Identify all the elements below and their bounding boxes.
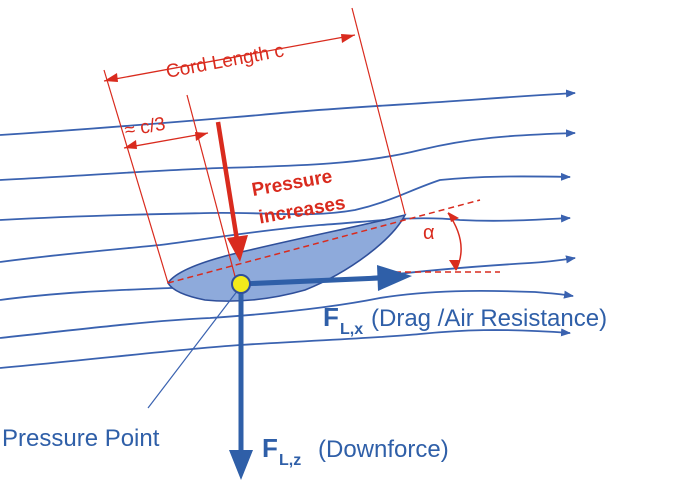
pressure-point-leader <box>147 289 239 409</box>
pressure-point-marker <box>231 274 251 294</box>
arrowhead-cord-right <box>341 34 355 43</box>
construction-lines <box>103 7 500 285</box>
downforce-description: (Downforce) <box>318 436 449 463</box>
streamline <box>0 129 576 181</box>
arrowhead-cord-left <box>104 73 118 82</box>
drag-force-symbol: F <box>323 302 339 332</box>
streamline <box>0 289 574 339</box>
cord-length-label: Cord Length c <box>164 40 285 82</box>
downforce-symbol: F <box>262 433 278 463</box>
chord-line-right-extension <box>351 7 406 215</box>
dimension-line-cord <box>103 34 356 82</box>
arrowhead-angle-top <box>448 212 459 222</box>
chord-line-left-extension <box>103 69 169 284</box>
chord-dashed-line <box>167 199 481 284</box>
drag-force-subscript: L,x <box>340 321 363 338</box>
downforce-subscript: L,z <box>279 452 301 469</box>
angle-of-attack-label: α <box>423 222 435 244</box>
arrowhead-third-right <box>195 132 208 141</box>
drag-force-arrowhead <box>377 265 412 291</box>
streamline <box>0 172 571 221</box>
dimension-line-third <box>123 132 209 149</box>
streamline <box>0 214 571 263</box>
drag-force-line <box>240 275 381 287</box>
pressure-arrow <box>215 121 248 262</box>
dimension-arrowheads <box>104 34 459 271</box>
force-arrows <box>229 265 412 480</box>
arrowhead-third-left <box>124 140 137 149</box>
airfoil <box>167 213 407 302</box>
third-chord-extension <box>186 94 238 285</box>
approx-third-label: ≈ c/3 <box>123 114 167 142</box>
pressure-point-label: Pressure Point <box>2 425 160 452</box>
downforce-arrowhead <box>229 450 253 480</box>
drag-force-description: (Drag /Air Resistance) <box>371 305 607 332</box>
streamline <box>0 89 576 136</box>
pressure-arrowhead <box>227 235 248 262</box>
arrowhead-angle-bottom <box>449 260 459 271</box>
streamline <box>0 328 571 369</box>
